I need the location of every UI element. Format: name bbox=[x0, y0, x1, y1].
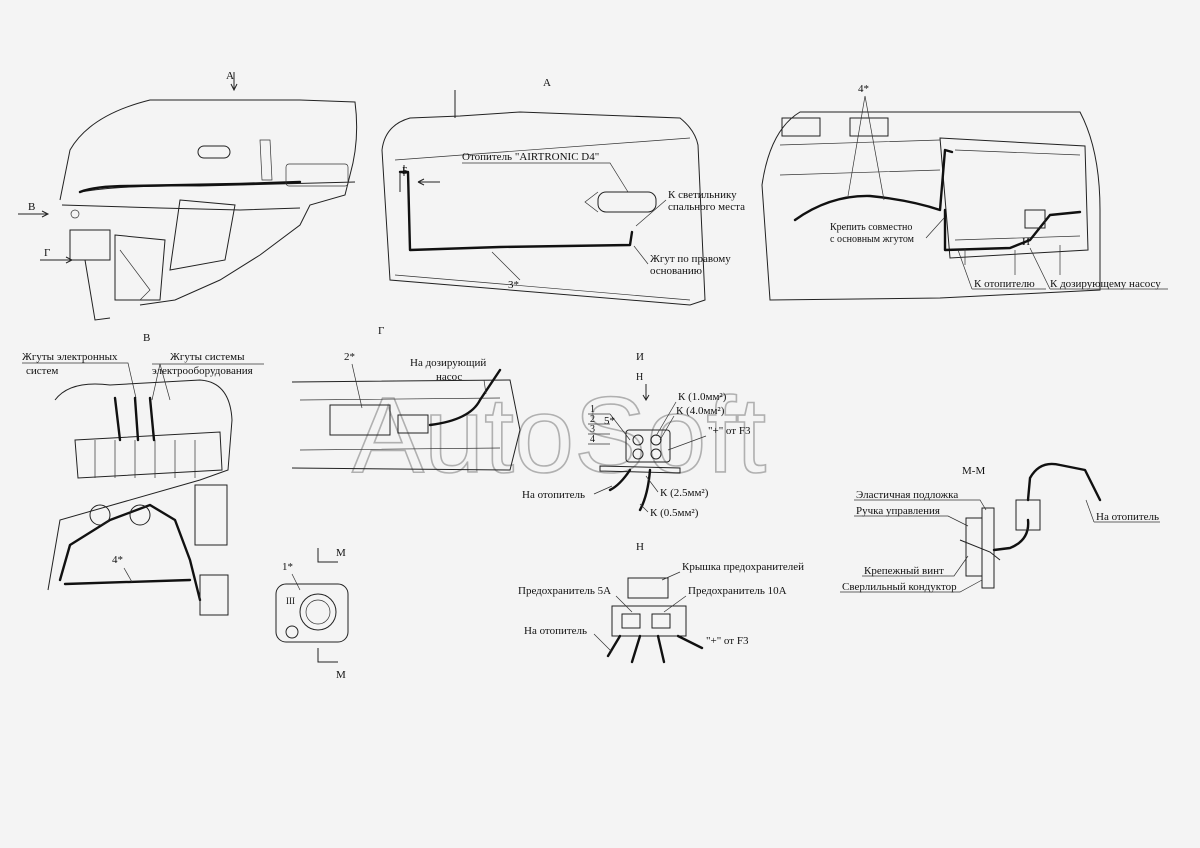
label-plus-f3-i: "+" от F3 bbox=[708, 425, 751, 437]
mode-indicator: III bbox=[286, 596, 295, 606]
ref-2: 2* bbox=[344, 351, 355, 363]
label-electrical-harness-2: электрооборудования bbox=[152, 365, 253, 377]
label-to-heater-n: На отопитель bbox=[524, 625, 587, 637]
label-right-harness-1: Жгут по правому bbox=[650, 253, 731, 265]
label-fuse-10a: Предохранитель 10А bbox=[688, 585, 787, 597]
label-to-lamp-1: К светильнику bbox=[668, 189, 737, 201]
section-m-bottom: М bbox=[336, 669, 346, 681]
view-rear-wall: 4* Крепить совместно с основным жгутом И… bbox=[761, 83, 1168, 301]
view-mm-section: М-М Эластичная подложка Ручка управления… bbox=[840, 462, 1160, 593]
pin-4: 4 bbox=[590, 434, 595, 445]
label-control-handle: Ручка управления bbox=[856, 505, 940, 517]
view-n-title: Н bbox=[636, 541, 644, 553]
arrow-label-a: А bbox=[226, 70, 234, 82]
label-to-heater-right: К отопителю bbox=[974, 278, 1035, 290]
pin-1: 1 bbox=[590, 404, 595, 415]
view-mm-title: М-М bbox=[962, 465, 985, 477]
view-a-title: А bbox=[543, 77, 551, 89]
label-fix-together-2: с основным жгутом bbox=[830, 234, 915, 245]
ref-1: 1* bbox=[282, 561, 293, 573]
pin-3: 3 bbox=[590, 424, 595, 435]
view-a-cab-interior: А Б Отопитель "AIRTRONIC D4" К светильни… bbox=[381, 77, 745, 306]
label-electronic-harness-2: систем bbox=[26, 365, 58, 377]
view-i-connector: И Н 1 2 3 4 5* К (1.0мм²) К (4.0мм²) "+"… bbox=[522, 351, 751, 519]
watermark: AutoSoft bbox=[352, 374, 766, 495]
label-elastic-pad: Эластичная подложка bbox=[856, 489, 958, 501]
label-electronic-harness-1: Жгуты электронных bbox=[22, 351, 118, 363]
label-electrical-harness-1: Жгуты системы bbox=[170, 351, 245, 363]
label-fix-together-1: Крепить совместно bbox=[830, 222, 912, 233]
ref-3: 3* bbox=[508, 279, 519, 291]
label-wire-0-5: К (0.5мм²) bbox=[650, 507, 699, 519]
view-v-title: В bbox=[143, 332, 150, 344]
view-g-pump: Г 2* На дозирующий насос bbox=[291, 325, 521, 471]
label-to-dosing-pump-g1: На дозирующий bbox=[410, 357, 486, 369]
ref-4-v: 4* bbox=[112, 554, 123, 566]
label-to-dosing-pump-g2: насос bbox=[436, 371, 462, 383]
section-m-top: М bbox=[336, 547, 346, 559]
view-i-title: И bbox=[636, 351, 644, 363]
view-v-harness: В Жгуты электронных систем Жгуты системы… bbox=[22, 332, 264, 616]
ref-5: 5* bbox=[604, 415, 615, 427]
label-right-harness-2: основанию bbox=[650, 265, 702, 277]
marker-i: И bbox=[1022, 236, 1030, 248]
label-to-heater-i: На отопитель bbox=[522, 489, 585, 501]
label-wire-2-5: К (2.5мм²) bbox=[660, 487, 709, 499]
label-to-heater-mm: На отопитель bbox=[1096, 511, 1159, 523]
label-fuse-cover: Крышка предохранителей bbox=[682, 561, 804, 573]
label-wire-1-0: К (1.0мм²) bbox=[678, 391, 727, 403]
label-heater-airtronic: Отопитель "AIRTRONIC D4" bbox=[462, 151, 599, 163]
label-to-lamp-2: спального места bbox=[668, 201, 745, 213]
pin-2: 2 bbox=[590, 414, 595, 425]
arrow-label-g: Г bbox=[44, 247, 50, 259]
view-n-fuse-box: Н Крышка предохранителей Предохранитель … bbox=[518, 541, 804, 664]
label-plus-f3-n: "+" от F3 bbox=[706, 635, 749, 647]
arrow-label-n: Н bbox=[636, 372, 643, 383]
view-g-title: Г bbox=[378, 325, 384, 337]
label-to-dosing-pump: К дозирующему насосу bbox=[1050, 278, 1161, 290]
arrow-label-b: Б bbox=[402, 166, 408, 177]
control-panel-view: 1* М М III bbox=[275, 547, 349, 681]
label-mounting-screw: Крепежный винт bbox=[864, 565, 944, 577]
ref-4-top: 4* bbox=[858, 83, 869, 95]
label-fuse-5a: Предохранитель 5А bbox=[518, 585, 611, 597]
arrow-label-v: В bbox=[28, 201, 35, 213]
view-side-cab: А В Г bbox=[18, 70, 358, 321]
label-wire-4-0: К (4.0мм²) bbox=[676, 405, 725, 417]
label-drill-jig: Сверлильный кондуктор bbox=[842, 581, 957, 593]
